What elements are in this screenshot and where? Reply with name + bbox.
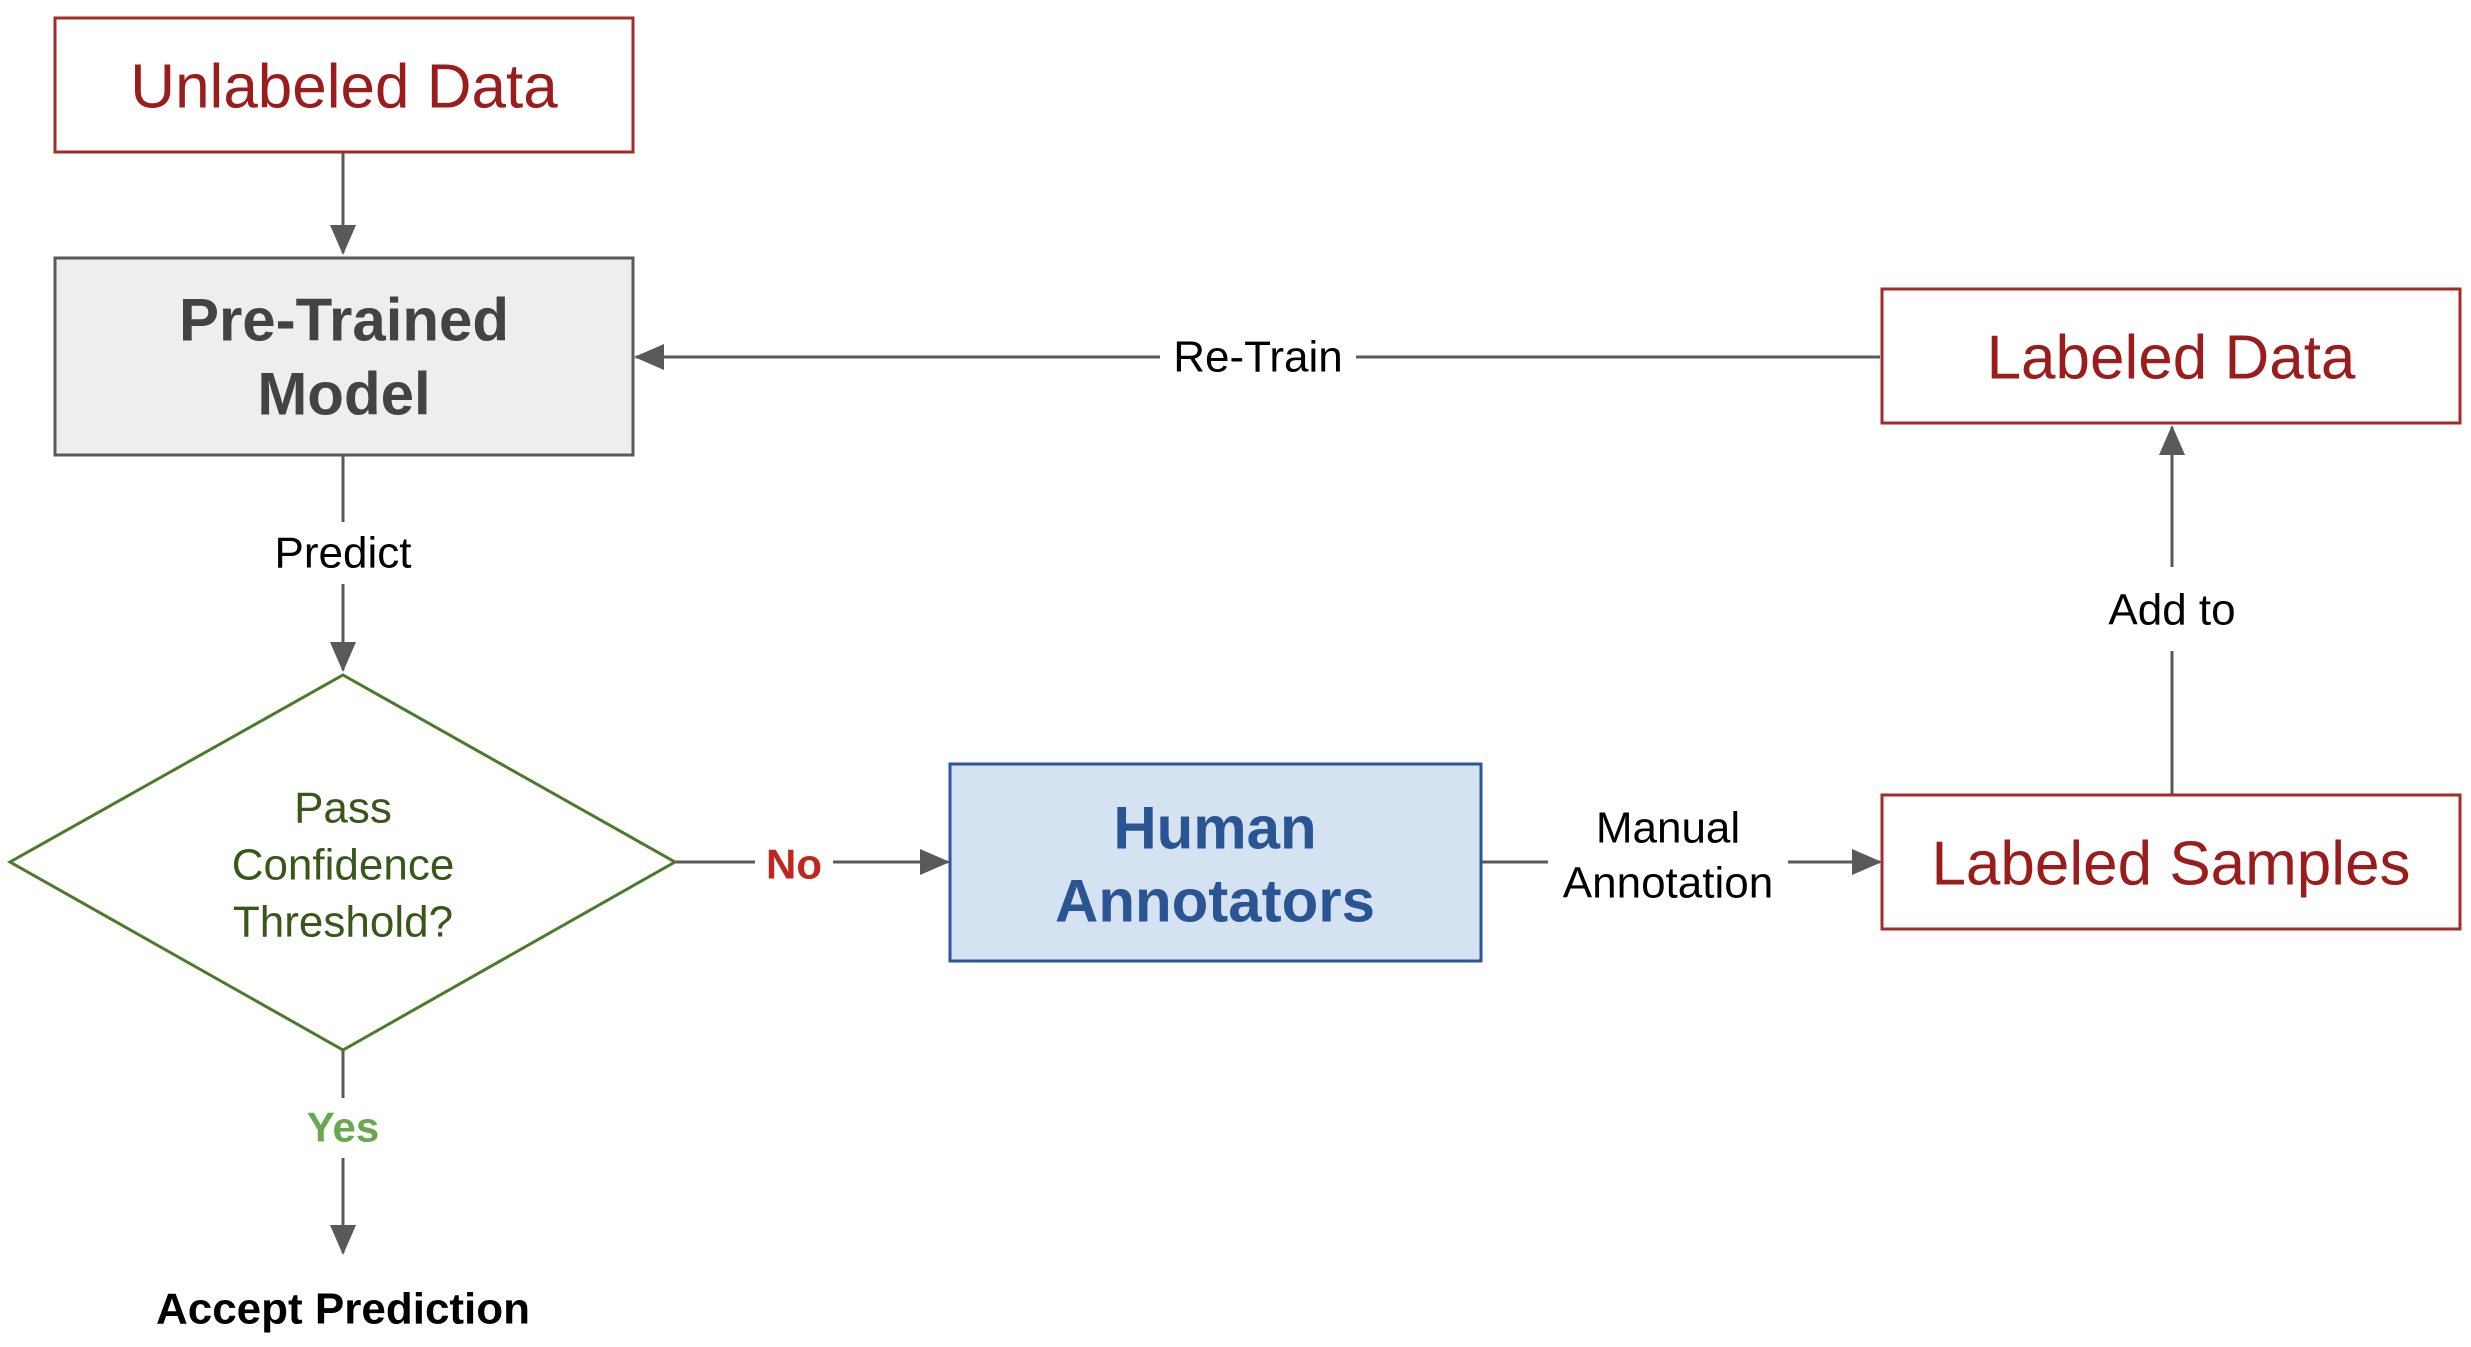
labeled-data-node: Labeled Data: [1880, 287, 2462, 425]
human-annotators-label-line2: Annotators: [1055, 868, 1375, 935]
unlabeled-data-label: Unlabeled Data: [130, 53, 558, 122]
unlabeled-data-node: Unlabeled Data: [53, 16, 635, 154]
labeled-samples-node: Labeled Samples: [1880, 793, 2462, 931]
pretrained-model-label-line1: Pre-Trained: [179, 287, 509, 354]
add-to-label: Add to: [2108, 586, 2235, 635]
decision-label-line2: Confidence: [232, 841, 455, 890]
human-annotators-label-line1: Human: [1113, 795, 1316, 862]
accept-prediction-label: Accept Prediction: [156, 1285, 530, 1334]
yes-label: Yes: [307, 1104, 379, 1151]
labeled-samples-label: Labeled Samples: [1931, 830, 2410, 899]
manual-annotation-label-line1: Manual: [1596, 804, 1740, 853]
retrain-label: Re-Train: [1173, 333, 1343, 382]
pretrained-model-node: Pre-Trained Model: [53, 256, 635, 457]
human-annotators-node: Human Annotators: [948, 762, 1483, 963]
manual-annotation-label-line2: Annotation: [1563, 859, 1773, 908]
pretrained-model-label-line2: Model: [257, 361, 430, 428]
decision-label-line3: Threshold?: [233, 898, 453, 947]
confidence-threshold-decision: Pass Confidence Threshold?: [6, 673, 679, 1052]
decision-label-line1: Pass: [294, 784, 392, 833]
labeled-data-label: Labeled Data: [1987, 324, 2356, 393]
predict-label: Predict: [275, 529, 412, 578]
no-label: No: [766, 841, 822, 888]
